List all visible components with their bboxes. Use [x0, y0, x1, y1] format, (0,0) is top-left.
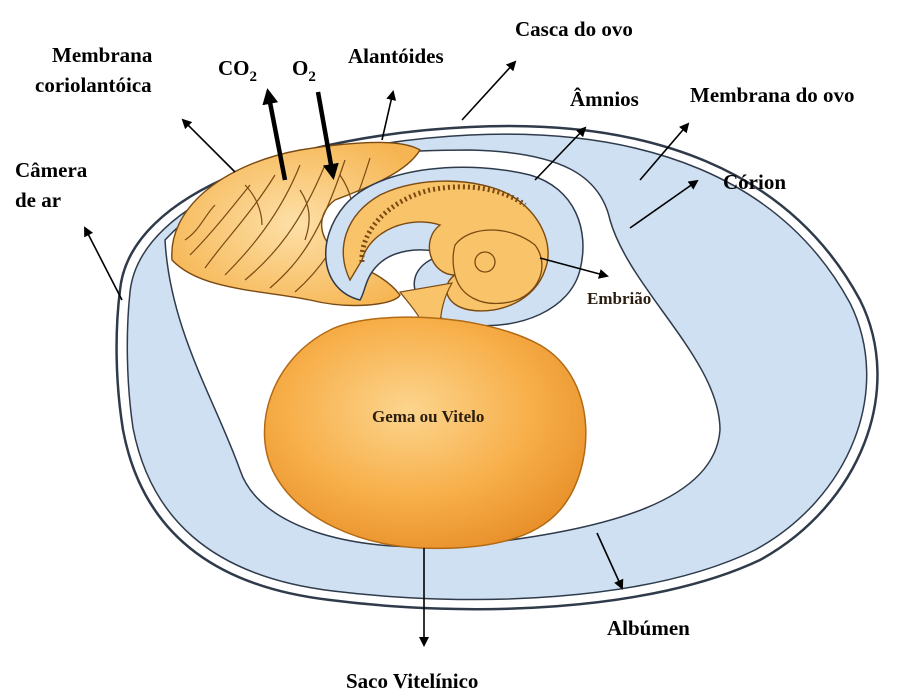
- label-o2: O2: [292, 56, 316, 85]
- arrow-camera-de-ar: [85, 228, 122, 300]
- embryo-head: [453, 230, 542, 303]
- label-membrana-do-ovo: Membrana do ovo: [690, 83, 855, 107]
- label-alantoides: Alantóides: [348, 44, 444, 68]
- label-corion: Córion: [723, 170, 786, 194]
- label-albumen: Albúmen: [607, 616, 690, 640]
- label-casca-do-ovo: Casca do ovo: [515, 17, 633, 41]
- arrow-membrana-coriolantoica: [183, 120, 235, 172]
- label-camera-de-ar-line1: Câmera: [15, 158, 88, 182]
- label-co2: CO2: [218, 56, 257, 85]
- label-gema-ou-vitelo: Gema ou Vitelo: [372, 407, 484, 426]
- label-camera-de-ar-line2: de ar: [15, 188, 61, 212]
- label-embriao: Embrião: [587, 289, 651, 308]
- label-amnios: Âmnios: [570, 87, 639, 111]
- label-membrana-coriolantoica-line2: coriolantóica: [35, 73, 152, 97]
- yolk-sac: [264, 317, 585, 548]
- label-membrana-coriolantoica-line1: Membrana: [52, 43, 153, 67]
- label-saco-vitelinico: Saco Vitelínico: [346, 669, 478, 693]
- arrow-alantoides: [382, 92, 393, 140]
- arrow-casca-do-ovo: [462, 62, 515, 120]
